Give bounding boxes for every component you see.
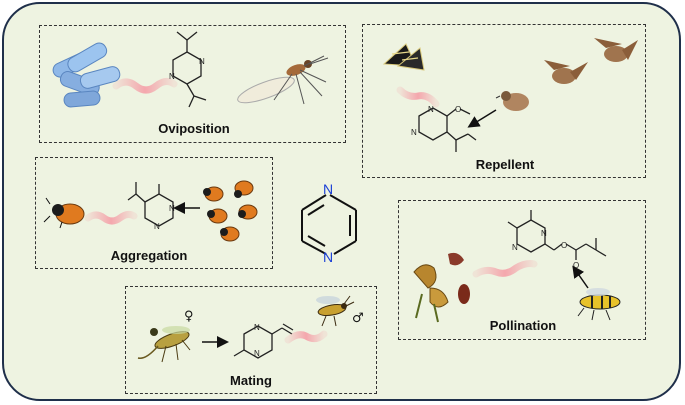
male-symbol: ♂ [352,311,364,326]
figure-frame: N N Oviposition N N O [2,2,681,401]
sparrow-icon [496,91,529,111]
mosquito-icon [235,56,328,108]
beetle-group-icon [203,181,257,241]
sparrow-icon [544,60,588,84]
pyrazine-n-atom: N [199,57,205,66]
pheromone-trail [288,334,324,340]
aggregation-label: Aggregation [111,248,188,263]
central-pyrazine-ring [302,195,356,254]
repellent-label: Repellent [476,157,535,172]
orchid-flower-icon [414,253,470,322]
mating-label: Mating [230,373,272,388]
central-n-atom: N [323,181,333,197]
pyrazine-n-atom: N [254,349,260,358]
repel-arrow [470,110,496,126]
beetle-icon [44,198,84,228]
pyrazine-n-atom: N [541,229,547,238]
pyrazine-n-atom: N [428,105,434,114]
pheromone-trail [400,90,436,104]
pollination-pyrazine-structure [508,210,606,260]
diagram-canvas: N N Oviposition N N O [4,4,681,401]
pyrazine-n-atom: N [154,222,160,231]
pollination-arrow [574,268,588,288]
bacteria-cluster [51,40,122,107]
wasp-icon [578,288,620,320]
pheromone-trail [116,81,174,90]
female-symbol: ♀ [184,309,194,324]
central-n-atom: N [323,249,333,265]
pyrazine-n-atom: N [254,323,260,332]
moth-icon [384,44,424,70]
methoxy-butylpyrazine-structure [419,108,476,152]
pheromone-trail [476,264,534,275]
diisopropylpyrazine-structure [173,32,206,107]
pheromone-trail [88,214,134,221]
oxygen-atom: O [561,241,567,250]
pyrazine-n-atom: N [169,72,175,81]
pyrazine-n-atom: N [411,128,417,137]
male-wasp-icon [316,296,354,326]
pollination-label: Pollination [490,318,557,333]
pyrazine-n-atom: N [512,243,518,252]
methyl-vinylpyrazine-structure [234,324,293,358]
oxygen-atom: O [455,105,461,114]
oviposition-label: Oviposition [158,121,230,136]
sparrow-icon [594,38,638,62]
female-wasp-icon [138,326,191,362]
pyrazine-n-atom: N [169,204,175,213]
